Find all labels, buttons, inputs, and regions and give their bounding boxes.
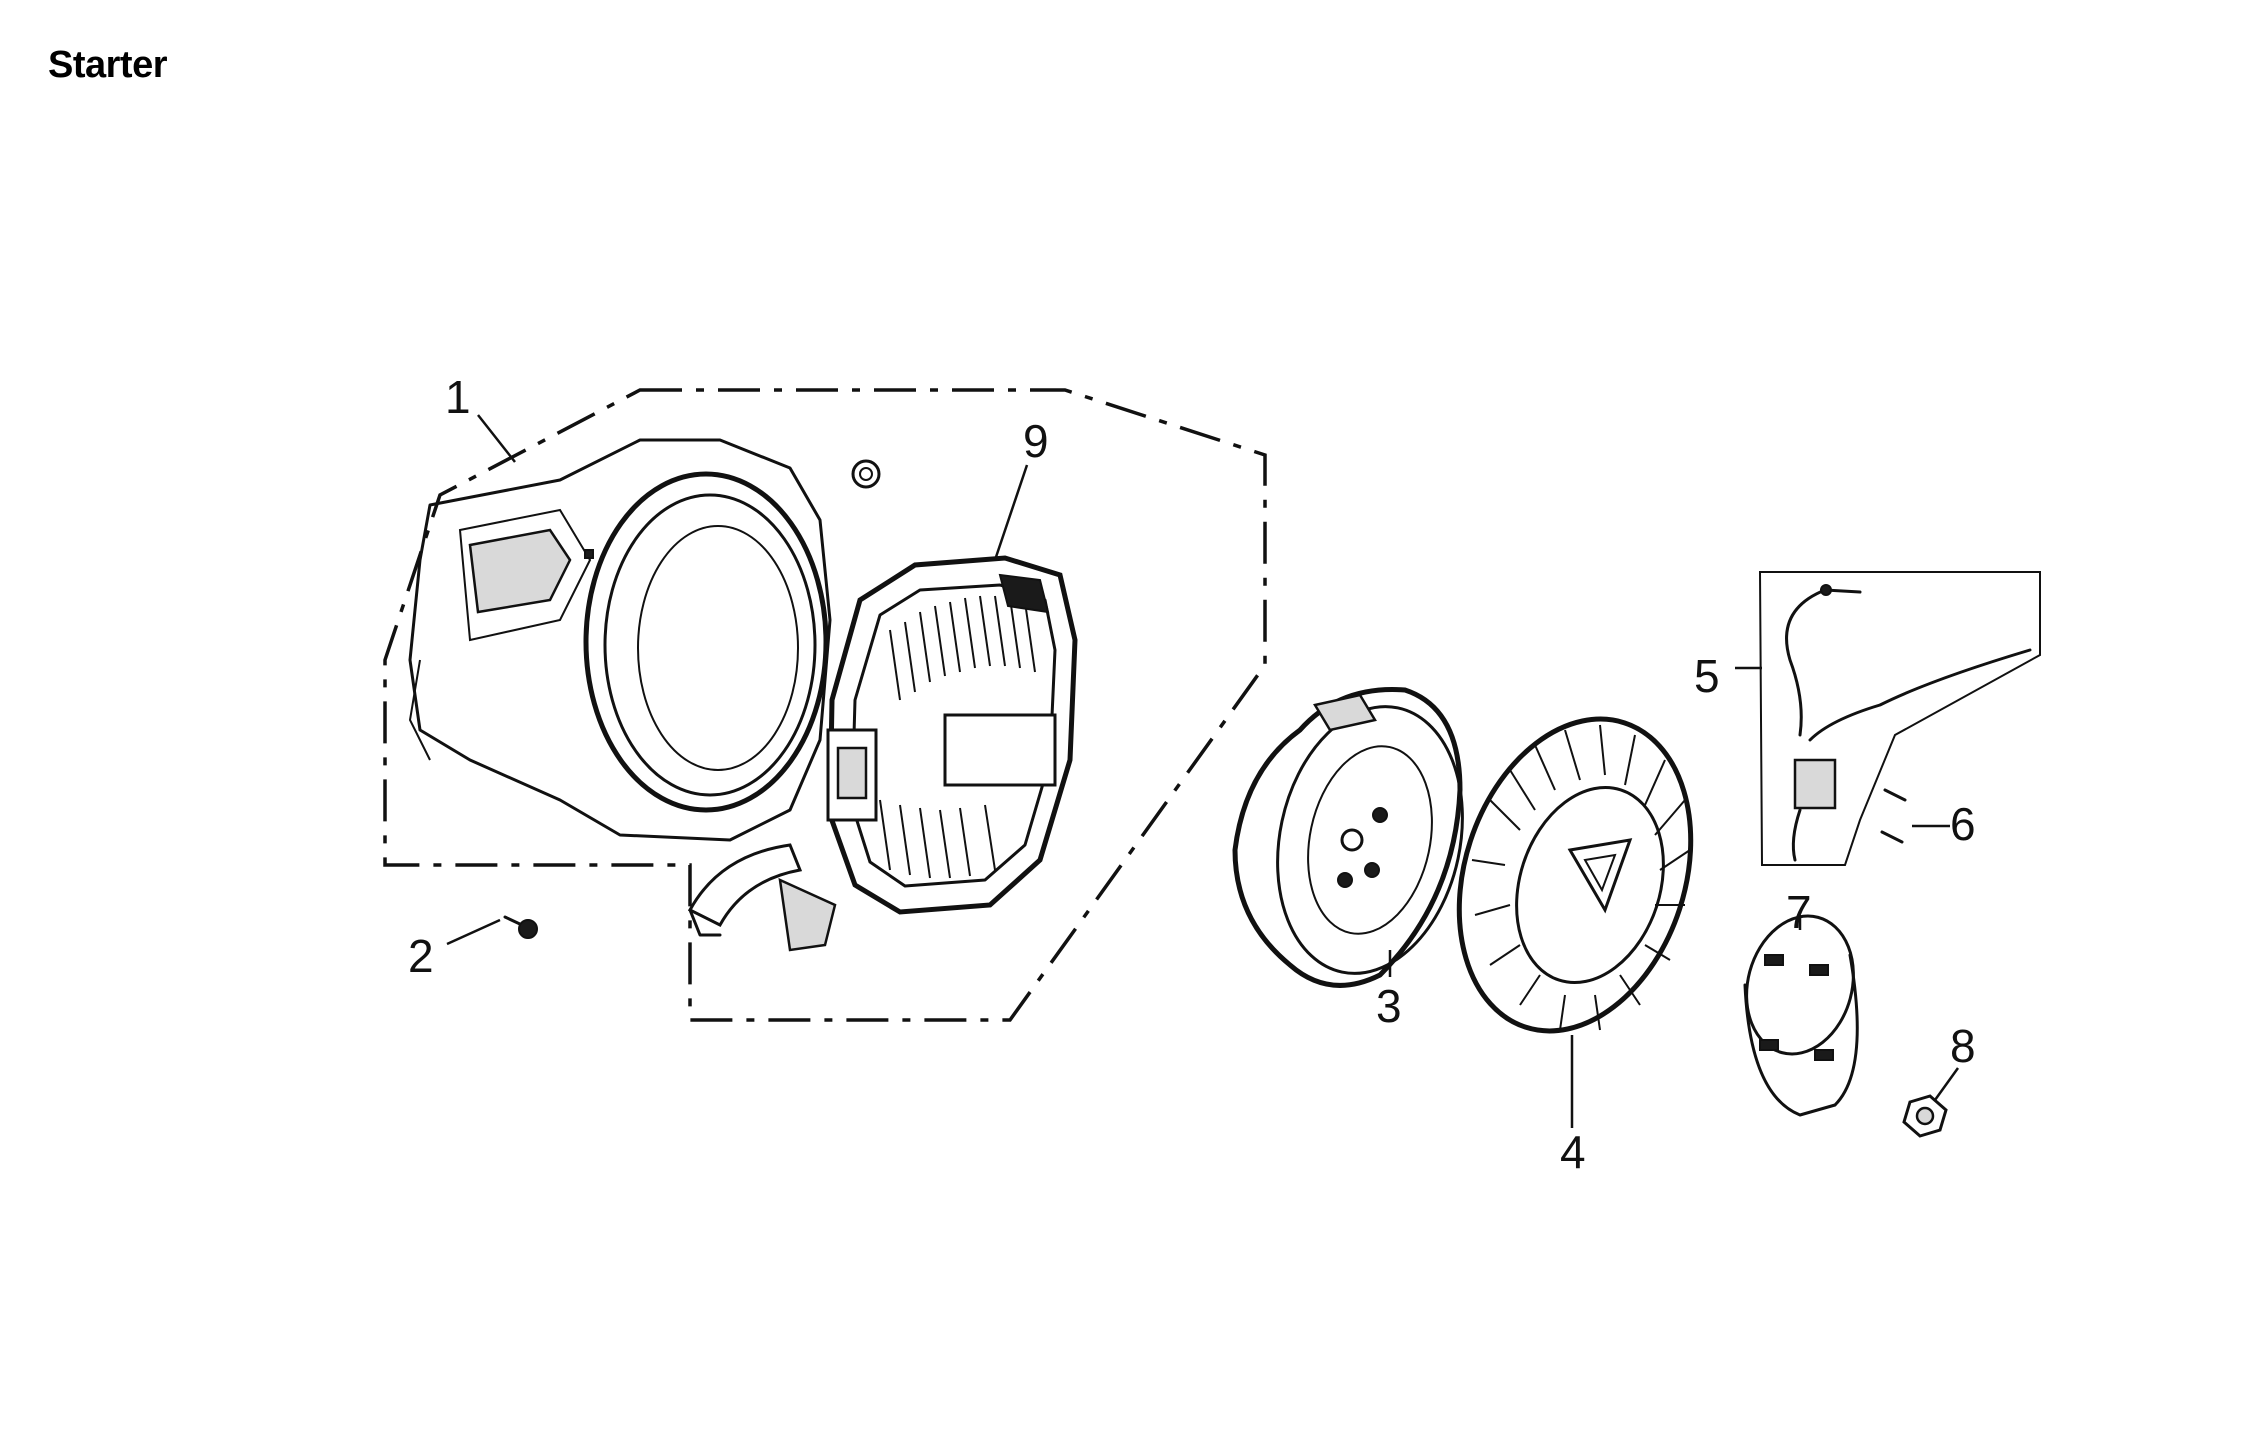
bolt-part <box>503 915 538 939</box>
nut-part <box>1902 1094 1948 1138</box>
callout-7: 7 <box>1786 886 1812 938</box>
callout-8: 8 <box>1950 1020 1976 1072</box>
leader-8 <box>1933 1067 1960 1101</box>
callout-5: 5 <box>1694 650 1720 702</box>
ignition-wire-part <box>1785 584 2032 862</box>
callout-9: 9 <box>1023 415 1049 467</box>
callout-6: 6 <box>1950 798 1976 850</box>
callout-1: 1 <box>445 371 471 423</box>
callout-3: 3 <box>1376 980 1402 1032</box>
callout-4: 4 <box>1560 1126 1586 1178</box>
group-outline-ignition <box>1758 571 2041 866</box>
leader-1 <box>477 414 516 463</box>
leader-9 <box>993 464 1029 561</box>
group-outline-fan-housing <box>383 388 1267 1022</box>
callout-2: 2 <box>408 930 434 982</box>
flywheel-part <box>1232 687 1464 988</box>
lower-shroud-part <box>687 843 837 952</box>
screw-pair-part <box>1880 788 1907 844</box>
recoil-starter-part <box>826 555 1078 915</box>
grommet-part <box>851 459 881 489</box>
fan-housing-part <box>408 438 832 842</box>
cooling-fan-part <box>1456 716 1694 1034</box>
starter-cup-part <box>1743 914 1859 1117</box>
leader-2 <box>446 918 501 946</box>
page-title: Starter <box>48 44 168 86</box>
